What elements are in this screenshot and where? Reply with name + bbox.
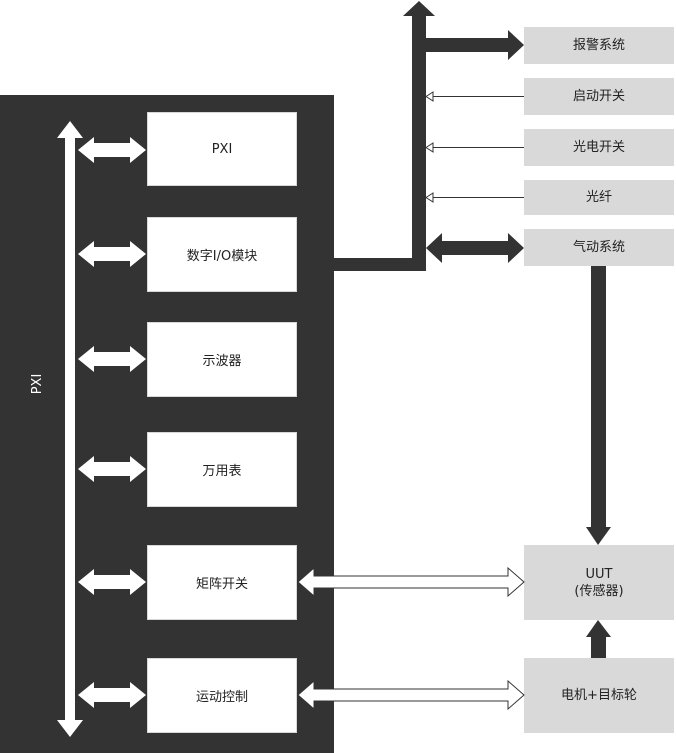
box-motor-target-wheel: 电机+目标轮 bbox=[524, 658, 674, 733]
module-matrix-switch: 矩阵开关 bbox=[147, 545, 297, 620]
arrowhead-optical-fiber bbox=[425, 192, 434, 203]
bus-link-motion-control bbox=[78, 682, 146, 708]
io-trunk-vertical bbox=[412, 14, 426, 271]
io-trunk-up-arrowhead bbox=[403, 1, 435, 16]
pneumatic-to-uut-arrowhead bbox=[586, 527, 611, 545]
pxi-bus-arrow bbox=[57, 121, 83, 737]
box-photoelectric-switch: 光电开关 bbox=[524, 129, 674, 166]
pneumatic-to-uut-shaft bbox=[591, 266, 606, 528]
box-pneumatic-system: 气动系统 bbox=[524, 229, 674, 266]
io-trunk-horizontal bbox=[334, 258, 426, 271]
motor-to-uut-shaft bbox=[591, 636, 606, 658]
link-matrix-switch-uut bbox=[297, 566, 525, 598]
module-digital-io: 数字I/O模块 bbox=[147, 217, 297, 292]
link-pneumatic-system bbox=[426, 233, 524, 263]
box-start-switch: 启动开关 bbox=[524, 78, 674, 115]
link-motion-control-motor bbox=[297, 679, 525, 711]
bus-link-matrix-switch bbox=[78, 569, 146, 595]
pxi-chassis-panel bbox=[0, 95, 334, 753]
box-alarm-system: 报警系统 bbox=[524, 27, 674, 64]
bus-link-oscilloscope bbox=[78, 346, 146, 372]
box-uut: UUT (传感器) bbox=[524, 545, 674, 620]
module-motion-control: 运动控制 bbox=[147, 658, 297, 733]
bus-link-multimeter bbox=[78, 456, 146, 482]
module-oscilloscope: 示波器 bbox=[147, 322, 297, 397]
module-multimeter: 万用表 bbox=[147, 432, 297, 507]
arrow-to-alarm-system bbox=[426, 30, 524, 60]
box-optical-fiber: 光纤 bbox=[524, 180, 674, 215]
bus-link-pxi bbox=[78, 137, 146, 163]
module-pxi: PXI bbox=[147, 112, 297, 186]
motor-to-uut-arrowhead bbox=[586, 620, 611, 637]
bus-link-digital-io bbox=[78, 241, 146, 267]
arrowhead-photoelectric-switch bbox=[425, 142, 434, 153]
arrowhead-start-switch bbox=[425, 91, 434, 102]
